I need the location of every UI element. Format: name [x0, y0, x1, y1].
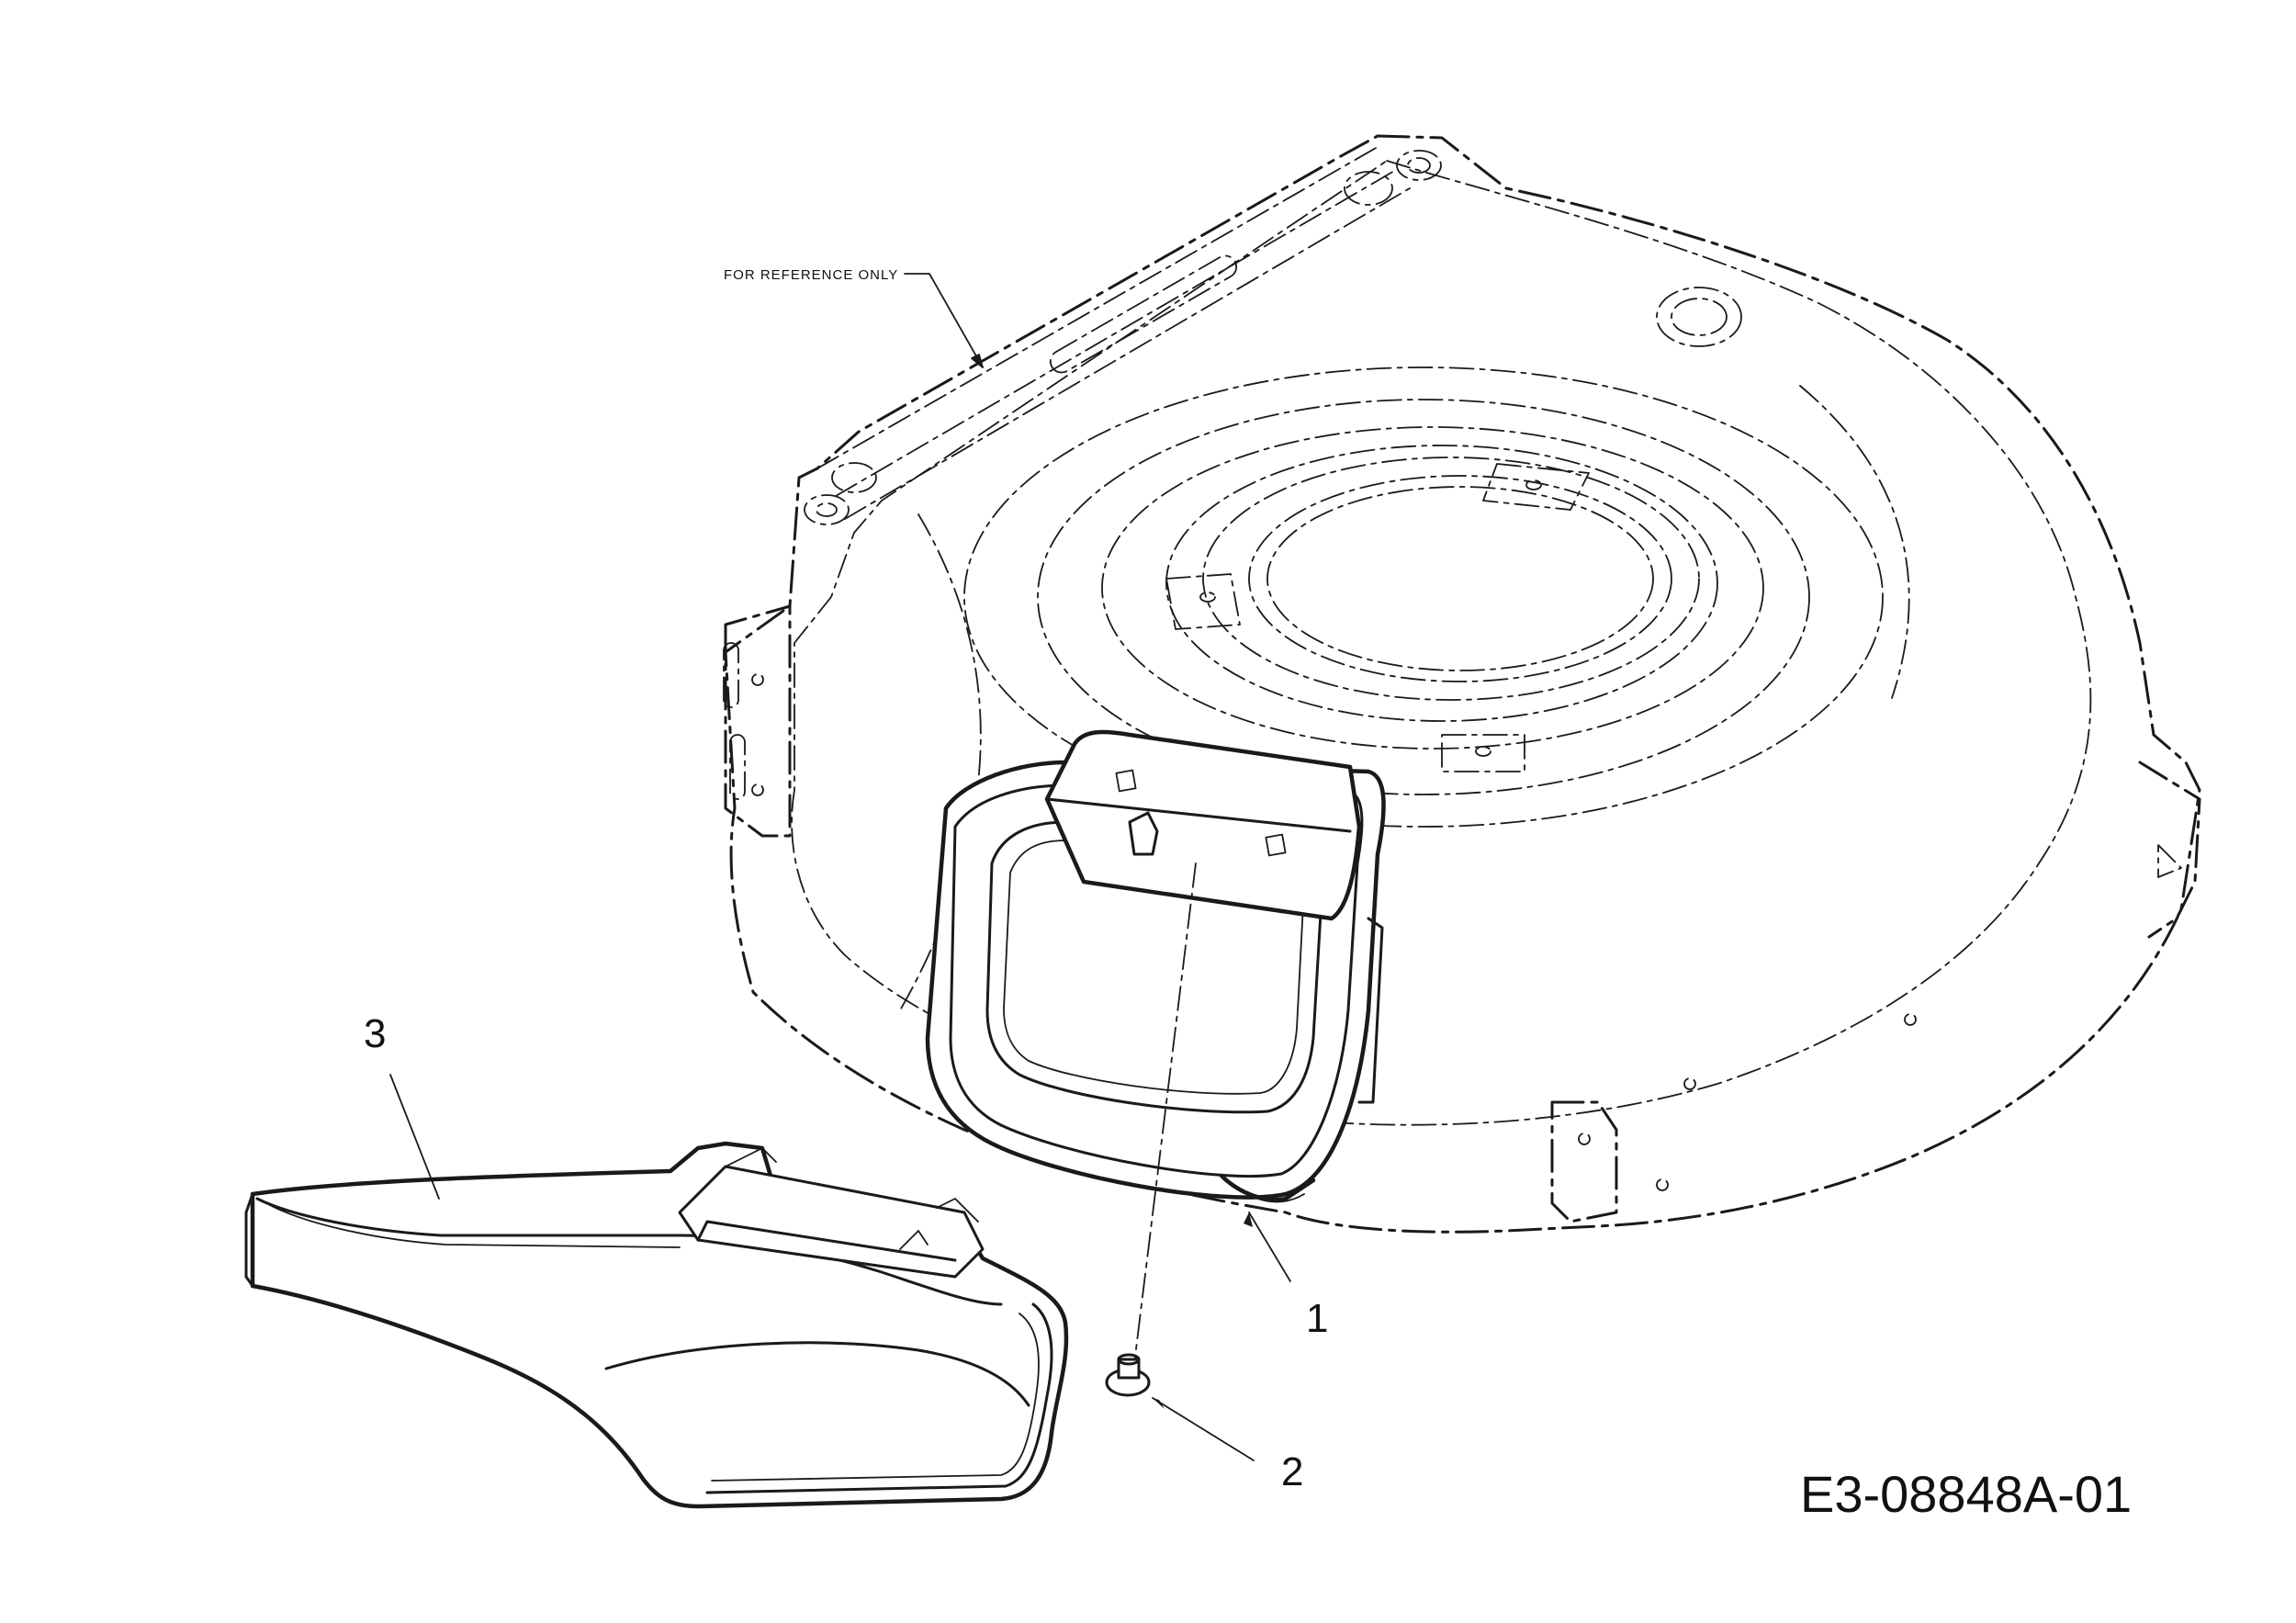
mower-deck-reference — [723, 134, 2201, 1234]
callout-label-2: 2 — [1281, 1449, 1303, 1494]
part-2-screw — [1105, 862, 1197, 1397]
drawing-number: E3-08848A-01 — [1800, 1465, 2132, 1523]
callout-label-1: 1 — [1306, 1296, 1328, 1341]
callout-label-3: 3 — [364, 1011, 386, 1056]
part-3-side-discharge-chute — [244, 1141, 1069, 1509]
callout-leaders — [389, 273, 1291, 1461]
reference-note: FOR REFERENCE ONLY — [724, 267, 898, 283]
part-1-discharge-flap — [925, 729, 1386, 1203]
